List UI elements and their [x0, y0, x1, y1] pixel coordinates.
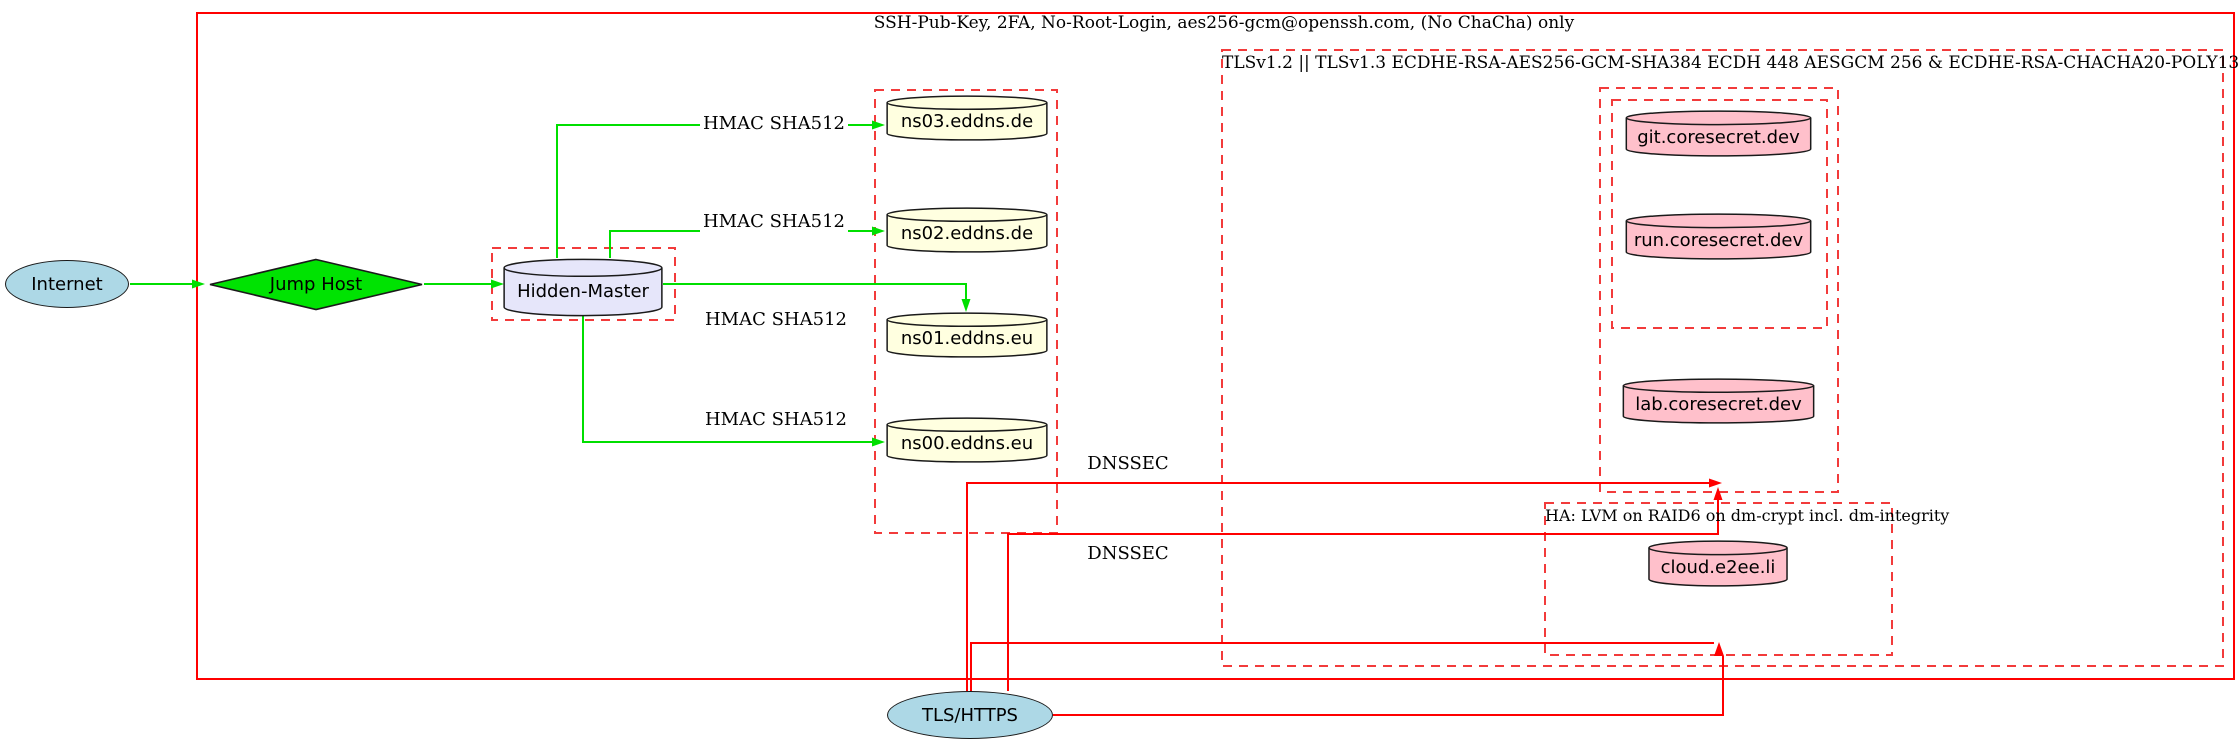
gitrun-cluster-border [1611, 99, 1828, 329]
tls-cluster-label: TLSv1.2 || TLSv1.3 ECDHE-RSA-AES256-GCM-… [1222, 53, 2240, 73]
node-lab: lab.coresecret.dev [1622, 378, 1815, 424]
edge-tls-ha-lower [1053, 656, 1724, 716]
node-cloud-label: cloud.e2ee.li [1660, 556, 1776, 578]
edge-tls-ha-upper [970, 642, 1714, 691]
edge-label-hmac-4-text: HMAC SHA512 [704, 409, 847, 430]
edge-dnssec-1 [966, 482, 1710, 691]
edge-label-hmac-3-text: HMAC SHA512 [704, 309, 847, 330]
edge-hiddenmaster-ns03 [556, 124, 872, 258]
node-ns00-label: ns00.eddns.eu [900, 433, 1034, 454]
ns-cluster-border [874, 89, 1058, 534]
edge-hiddenmaster-ns01 [663, 283, 967, 300]
edge-label-hmac-2: HMAC SHA512 [696, 211, 852, 232]
node-jump-host-label: Jump Host [269, 274, 363, 295]
edge-label-dnssec-2-text: DNSSEC [1087, 543, 1169, 564]
node-ns01: ns01.eddns.eu [886, 312, 1048, 358]
edge-dnssec-2 [1007, 499, 1719, 691]
node-jump-host: Jump Host [208, 258, 424, 311]
ns01-cylinder-shape [886, 312, 1048, 358]
node-hidden-master-label: Hidden-Master [517, 280, 649, 302]
arrowhead-internet-jumphost [192, 279, 205, 289]
edge-label-dnssec-1-text: DNSSEC [1087, 453, 1169, 474]
ssh-cluster-border [196, 12, 2235, 680]
arrowhead-hiddenmaster-ns02 [872, 226, 885, 236]
node-tls-https-label: TLS/HTTPS [921, 704, 1018, 726]
node-ns02-label: ns02.eddns.de [900, 223, 1034, 244]
node-ns01-label: ns01.eddns.eu [900, 328, 1034, 349]
jump-host-diamond-shape [209, 258, 423, 311]
node-git-label: git.coresecret.dev [1637, 126, 1800, 148]
edge-label-dnssec-1: DNSSEC [1086, 454, 1170, 474]
cloud-cylinder-shape [1648, 540, 1788, 587]
git-cylinder-shape [1625, 110, 1812, 157]
ns03-cylinder-shape [886, 95, 1048, 141]
run-cylinder-shape [1625, 213, 1812, 260]
hidden-master-cylinder-shape [503, 258, 663, 317]
node-tls-https: TLS/HTTPS [887, 691, 1053, 739]
arrowhead-dnssec-1 [1709, 478, 1722, 488]
node-ns02: ns02.eddns.de [886, 207, 1048, 253]
edge-label-hmac-3: HMAC SHA512 [698, 310, 854, 330]
ha-cluster-label: HA: LVM on RAID6 on dm-crypt incl. dm-in… [1545, 506, 1950, 525]
edge-label-dnssec-2: DNSSEC [1086, 544, 1170, 564]
node-lab-label: lab.coresecret.dev [1635, 394, 1802, 415]
ns02-cylinder-shape [886, 207, 1048, 253]
node-git: git.coresecret.dev [1625, 110, 1812, 157]
ns00-cylinder-shape [886, 417, 1048, 463]
node-internet: Internet [5, 260, 129, 308]
edge-hiddenmaster-ns02 [609, 230, 872, 258]
node-run-label: run.coresecret.dev [1633, 229, 1804, 251]
arrowhead-hiddenmaster-ns01 [961, 299, 971, 312]
node-ns03-label: ns03.eddns.de [900, 111, 1034, 132]
node-hidden-master: Hidden-Master [503, 258, 663, 317]
lab-cylinder-shape [1622, 378, 1815, 424]
node-run: run.coresecret.dev [1625, 213, 1812, 260]
ssh-cluster-label: SSH-Pub-Key, 2FA, No-Root-Login, aes256-… [873, 13, 1575, 33]
arrowhead-dnssec-2 [1713, 487, 1723, 500]
node-ns00: ns00.eddns.eu [886, 417, 1048, 463]
edge-label-hmac-2-text: HMAC SHA512 [699, 211, 848, 232]
edge-hiddenmaster-ns00 [582, 316, 872, 443]
arrowhead-hiddenmaster-ns00 [872, 437, 885, 447]
edge-label-hmac-1: HMAC SHA512 [696, 113, 852, 134]
edge-label-hmac-4: HMAC SHA512 [698, 410, 854, 430]
node-ns03: ns03.eddns.de [886, 95, 1048, 141]
arrowhead-tls-ha [1714, 642, 1724, 656]
arrowhead-hiddenmaster-ns03 [872, 120, 885, 130]
node-cloud: cloud.e2ee.li [1648, 540, 1788, 587]
arrowhead-jumphost-hiddenmaster [491, 279, 504, 289]
node-internet-label: Internet [31, 273, 103, 295]
edge-label-hmac-1-text: HMAC SHA512 [699, 113, 848, 134]
